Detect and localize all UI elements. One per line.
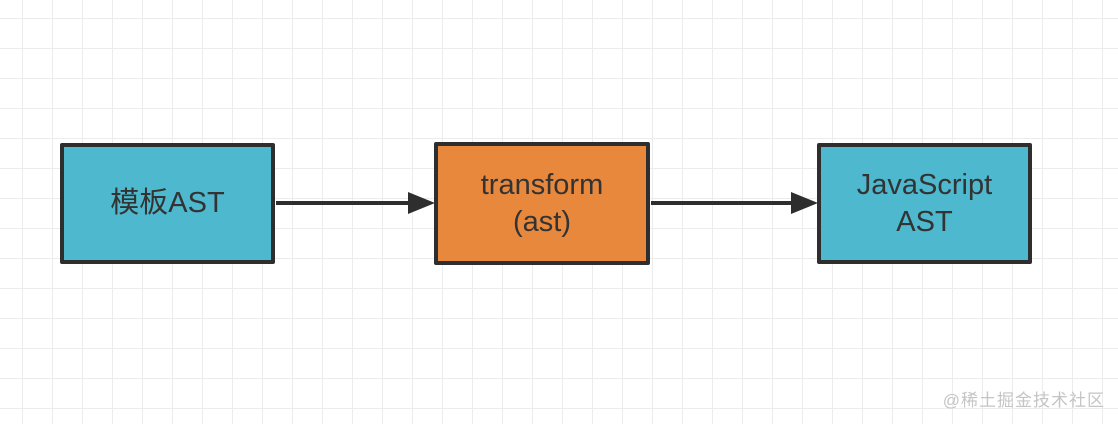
node-template-ast-label: 模板AST xyxy=(110,187,225,219)
node-template-ast[interactable]: 模板AST xyxy=(60,143,275,264)
arrow-shaft xyxy=(651,201,797,205)
node-javascript-ast-label-line1: JavaScript xyxy=(856,168,993,201)
node-transform[interactable]: transform (ast) xyxy=(434,142,650,265)
arrow-shaft xyxy=(276,201,414,205)
watermark: @稀土掘金技术社区 xyxy=(942,391,1105,410)
node-javascript-ast[interactable]: JavaScript AST xyxy=(817,143,1032,264)
node-transform-label-line1: transform xyxy=(480,168,604,201)
node-transform-label-line2: (ast) xyxy=(513,205,571,238)
arrowhead-right-icon xyxy=(791,192,818,214)
arrowhead-right-icon xyxy=(408,192,435,214)
node-javascript-ast-label-line2: AST xyxy=(896,205,953,238)
